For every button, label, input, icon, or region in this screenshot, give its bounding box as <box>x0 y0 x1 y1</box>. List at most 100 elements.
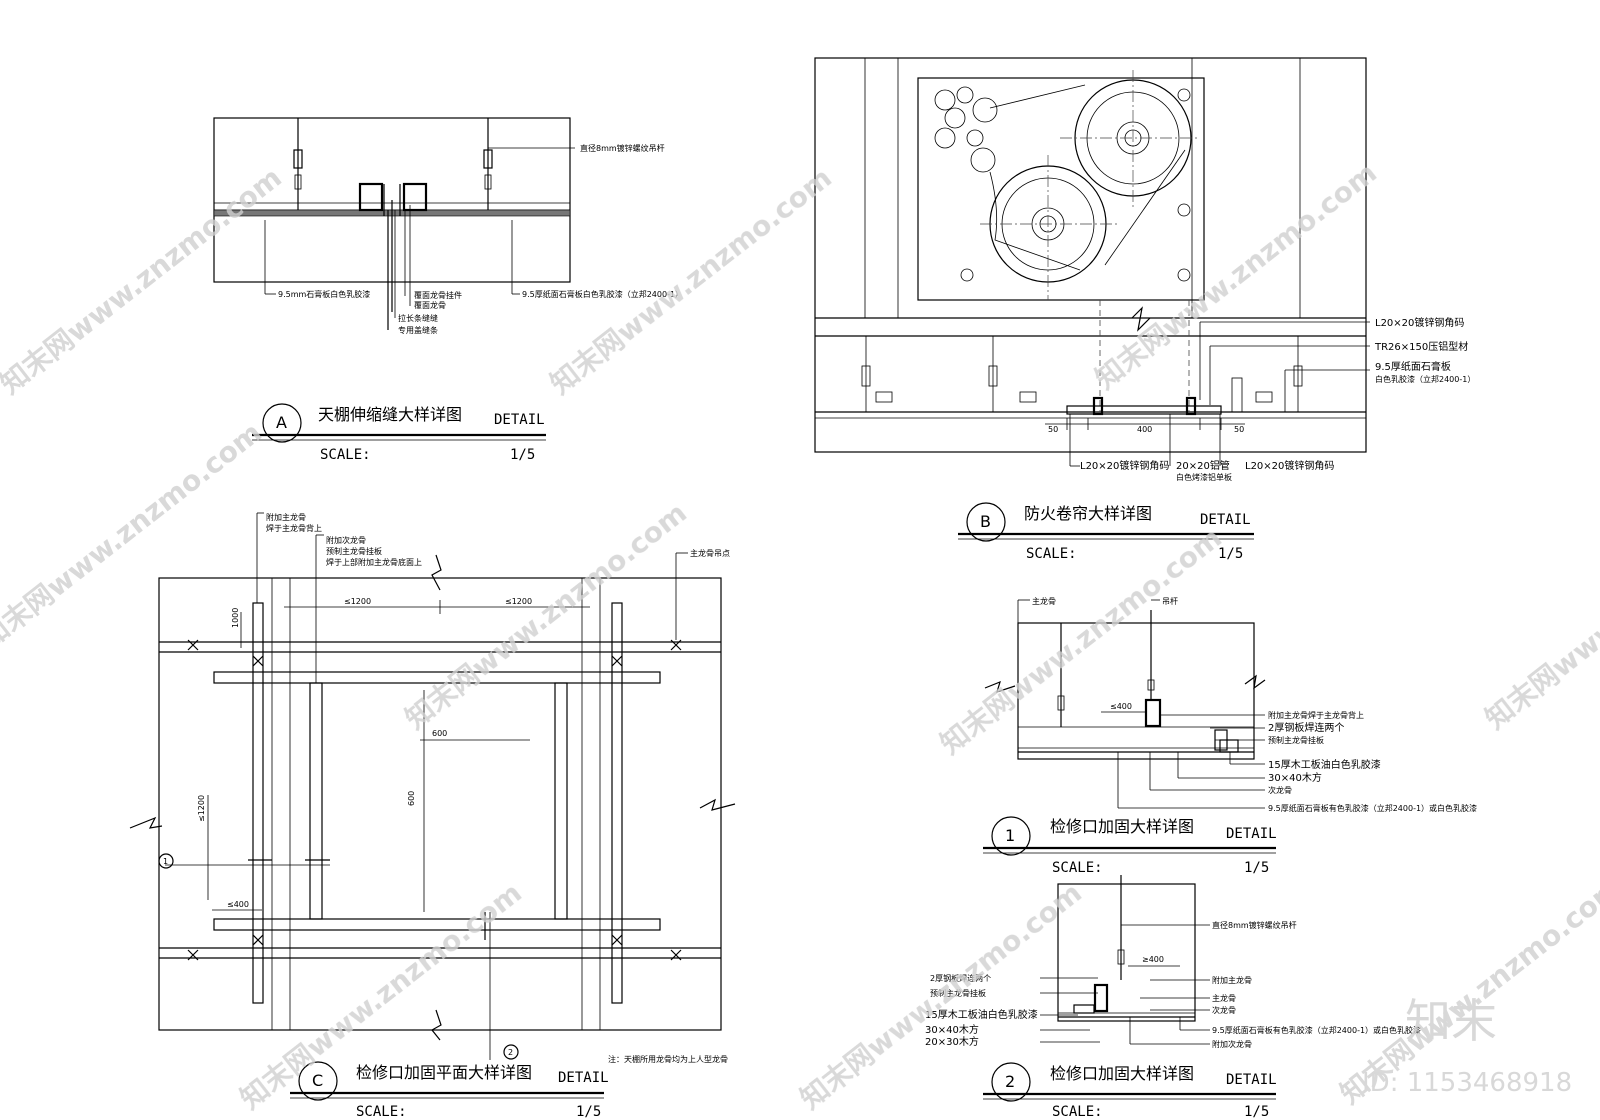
detail-1-a1: 附加主龙骨焊于主龙骨背上 <box>1268 710 1364 720</box>
detail-a-scale: 1/5 <box>510 447 535 463</box>
detail-2-l1: 2厚钢板焊连两个 <box>930 973 991 983</box>
detail-c: ≤1200 ≤1200 600 600 ≤1200 1000 ≤400 1 2 <box>129 512 736 1120</box>
detail-2-l4: 30×40木方 <box>925 1023 979 1036</box>
detail-b-marker-text: B <box>980 512 991 531</box>
detail-c-l2a: 附加次龙骨 <box>326 535 366 545</box>
detail-c-l2c: 焊于上部附加主龙骨底面上 <box>326 557 422 567</box>
detail-1-a4: 15厚木工板油白色乳胶漆 <box>1268 758 1381 771</box>
detail-c-dim-top1: ≤1200 <box>344 597 371 606</box>
detail-a-board-right-label: 9.5厚纸面石膏板白色乳胶漆（立邦2400-1） <box>522 289 683 299</box>
detail-c-l2b: 预制主龙骨挂板 <box>326 546 382 556</box>
detail-2-r2: 主龙骨 <box>1212 993 1236 1003</box>
detail-b-angle-right: L20×20镀锌钢角码 <box>1245 459 1334 472</box>
detail-c-dim-600b: 600 <box>407 791 416 806</box>
detail-c-note: 注：天棚所用龙骨均为上人型龙骨 <box>608 1054 728 1064</box>
watermark-id: ID: 1153468918 <box>1362 1068 1572 1098</box>
detail-1-main: 主龙骨 <box>1032 596 1056 606</box>
detail-1-title: 检修口加固大样详图 <box>1050 817 1194 836</box>
detail-1-a2: 2厚钢板焊连两个 <box>1268 721 1344 734</box>
detail-2-r4: 9.5厚纸面石膏板有色乳胶漆（立邦2400-1）或白色乳胶漆 <box>1212 1025 1421 1035</box>
detail-1-a7: 9.5厚纸面石膏板有色乳胶漆（立邦2400-1）或白色乳胶漆 <box>1268 803 1477 813</box>
detail-c-l1a: 附加主龙骨 <box>266 512 306 522</box>
detail-b-scale-label: SCALE: <box>1026 546 1077 562</box>
detail-b-angle-left: L20×20镀锌钢角码 <box>1080 459 1169 472</box>
detail-2-dim: ≥400 <box>1142 955 1164 964</box>
detail-b-scale: 1/5 <box>1218 546 1243 562</box>
detail-2-frame <box>1057 883 1196 1022</box>
detail-2-r3: 次龙骨 <box>1212 1005 1236 1015</box>
detail-b-dim-mid: 400 <box>1137 425 1152 434</box>
detail-2-l2: 预制主龙骨挂板 <box>930 988 986 998</box>
detail-1-a5: 30×40木方 <box>1268 771 1322 784</box>
detail-1-marker-text: 1 <box>1005 826 1015 845</box>
detail-2-scale: 1/5 <box>1244 1104 1269 1120</box>
detail-2: ≥400 直径8mm镀锌螺纹吊杆 2厚钢板焊连两个 预制主龙骨挂板 15厚木工板… <box>925 875 1421 1120</box>
detail-c-frame <box>158 577 722 1031</box>
detail-2-r1: 附加主龙骨 <box>1212 975 1252 985</box>
detail-1-a6: 次龙骨 <box>1268 785 1292 795</box>
detail-b-tube1: 20×20铝管 <box>1176 459 1230 472</box>
detail-a-detail: DETAIL <box>494 412 545 428</box>
detail-c-l3: 主龙骨吊点 <box>690 548 730 558</box>
detail-a-marker-text: A <box>276 413 287 432</box>
detail-b-angle-top: L20×20镀锌钢角码 <box>1375 316 1464 329</box>
detail-b-marker <box>966 502 1006 542</box>
detail-1-hanger: 吊杆 <box>1162 596 1178 606</box>
detail-b-frame <box>814 57 1367 453</box>
detail-2-rod: 直径8mm镀锌螺纹吊杆 <box>1212 920 1297 930</box>
detail-a-scale-label: SCALE: <box>320 447 371 463</box>
watermark-text-9: 知末网www.znzmo.com <box>794 876 1088 1116</box>
detail-2-title: 检修口加固大样详图 <box>1050 1064 1194 1083</box>
detail-2-l5: 20×30木方 <box>925 1035 979 1048</box>
detail-1-dim: ≤400 <box>1110 702 1132 711</box>
detail-1-marker <box>991 816 1031 856</box>
watermark-text-7: 知末网www.znzmo.com <box>1479 496 1600 736</box>
detail-b-dim-right: 50 <box>1234 425 1244 434</box>
watermark-text-6: 知末网www.znzmo.com <box>934 521 1228 761</box>
detail-1-detail: DETAIL <box>1226 826 1277 842</box>
detail-b-title: 防火卷帘大样详图 <box>1024 504 1152 523</box>
watermark-text-1: 知末网www.znzmo.com <box>0 161 288 401</box>
detail-a-keel-clip-label: 覆面龙骨挂件 <box>414 290 462 300</box>
detail-1-a3: 预制主龙骨挂板 <box>1268 735 1324 745</box>
detail-2-marker <box>991 1062 1031 1102</box>
detail-a-board-left-label: 9.5mm石膏板白色乳胶漆 <box>278 289 370 299</box>
detail-b-board2: 白色乳胶漆（立邦2400-1） <box>1375 374 1475 384</box>
detail-2-r5: 附加次龙骨 <box>1212 1039 1252 1049</box>
detail-c-marker <box>298 1061 338 1101</box>
watermark-text-2: 知末网www.znzmo.com <box>544 161 838 401</box>
detail-b-dim-left: 50 <box>1048 425 1058 434</box>
detail-a-cover-label: 专用盖缝条 <box>398 325 438 335</box>
watermark-text-4: 知末网www.znzmo.com <box>0 416 268 656</box>
detail-2-scale-label: SCALE: <box>1052 1104 1103 1120</box>
detail-c-dim-600a: 600 <box>432 729 447 738</box>
detail-a-rod-label: 直径8mm镀锌螺纹吊杆 <box>580 143 665 153</box>
detail-1-scale-label: SCALE: <box>1052 860 1103 876</box>
detail-a-marker <box>262 403 302 443</box>
detail-c-scale: 1/5 <box>576 1104 601 1120</box>
detail-1-scale: 1/5 <box>1244 860 1269 876</box>
detail-a-keel-label: 覆面龙骨 <box>414 300 446 310</box>
watermark-logo: 知末 <box>1405 994 1497 1048</box>
watermark-text-5: 知末网www.znzmo.com <box>399 496 693 736</box>
detail-a: 直径8mm镀锌螺纹吊杆 9.5mm石膏板白色乳胶漆 9.5厚纸面石膏板白色乳胶漆… <box>213 117 683 463</box>
detail-c-marker2: 2 <box>508 1048 513 1057</box>
detail-a-gap-label: 拉长条缝缝 <box>398 313 438 323</box>
detail-c-scale-label: SCALE: <box>356 1104 407 1120</box>
detail-b-detail: DETAIL <box>1200 512 1251 528</box>
detail-c-dim-top2: ≤1200 <box>505 597 532 606</box>
detail-b: 50 400 50 L20×20镀锌钢角码 TR26×150压铝型材 9.5厚纸… <box>814 57 1475 562</box>
detail-2-l3: 15厚木工板油白色乳胶漆 <box>925 1008 1038 1021</box>
detail-c-detail: DETAIL <box>558 1070 609 1086</box>
detail-2-marker-text: 2 <box>1005 1072 1015 1091</box>
watermark-layer: 知末网www.znzmo.com 知末网www.znzmo.com 知末网www… <box>0 156 1600 1116</box>
detail-b-tube2: 白色烤漆铝单板 <box>1176 472 1232 482</box>
detail-c-l1b: 焊于主龙骨背上 <box>266 523 322 533</box>
detail-b-board1: 9.5厚纸面石膏板 <box>1375 360 1451 373</box>
detail-b-rail: TR26×150压铝型材 <box>1374 340 1468 353</box>
detail-c-dim-1000: 1000 <box>231 608 240 628</box>
detail-c-marker1: 1 <box>163 857 168 866</box>
detail-c-dim-h: ≤1200 <box>197 795 206 822</box>
detail-a-title: 天棚伸缩缝大样详图 <box>318 405 462 424</box>
